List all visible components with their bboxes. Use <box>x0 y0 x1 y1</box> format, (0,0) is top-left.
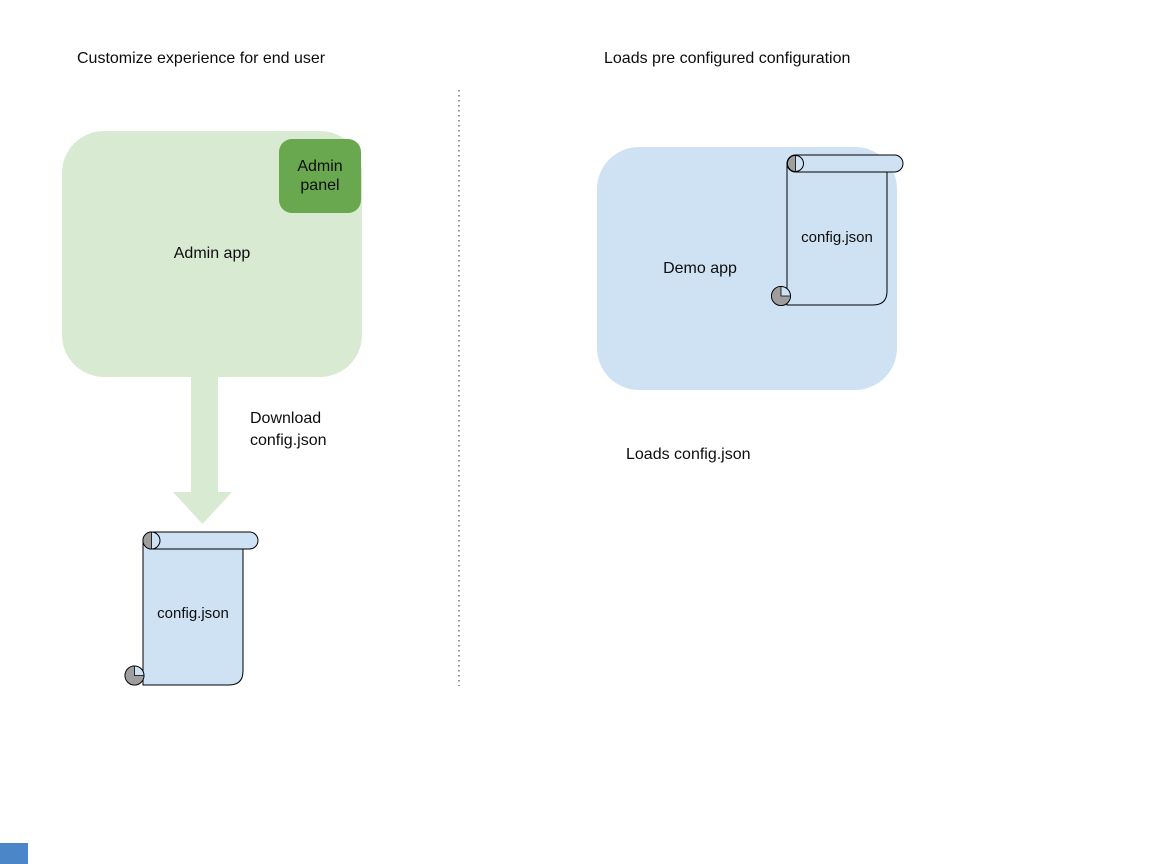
left-section-title: Customize experience for end user <box>77 50 326 67</box>
config-json-label-left: config.json <box>157 605 229 622</box>
config-json-scroll-right <box>768 150 908 310</box>
scroll-shape-icon <box>771 154 904 306</box>
download-arrow <box>170 375 235 527</box>
section-divider <box>458 90 460 686</box>
admin-panel-label: Admin panel <box>297 158 343 194</box>
admin-app-label: Admin app <box>173 245 251 262</box>
loads-config-caption: Loads config.json <box>626 446 751 463</box>
config-json-label-right: config.json <box>801 229 873 246</box>
demo-app-label: Demo app <box>663 260 737 277</box>
config-json-scroll-left <box>118 525 263 691</box>
scroll-shape-icon <box>124 531 259 686</box>
right-section-title: Loads pre configured configuration <box>604 50 851 67</box>
down-arrow-icon <box>173 377 232 524</box>
download-config-label: Download config.json <box>250 410 327 449</box>
corner-accent-square <box>0 843 28 864</box>
admin-panel-box: Admin panel <box>279 139 361 213</box>
